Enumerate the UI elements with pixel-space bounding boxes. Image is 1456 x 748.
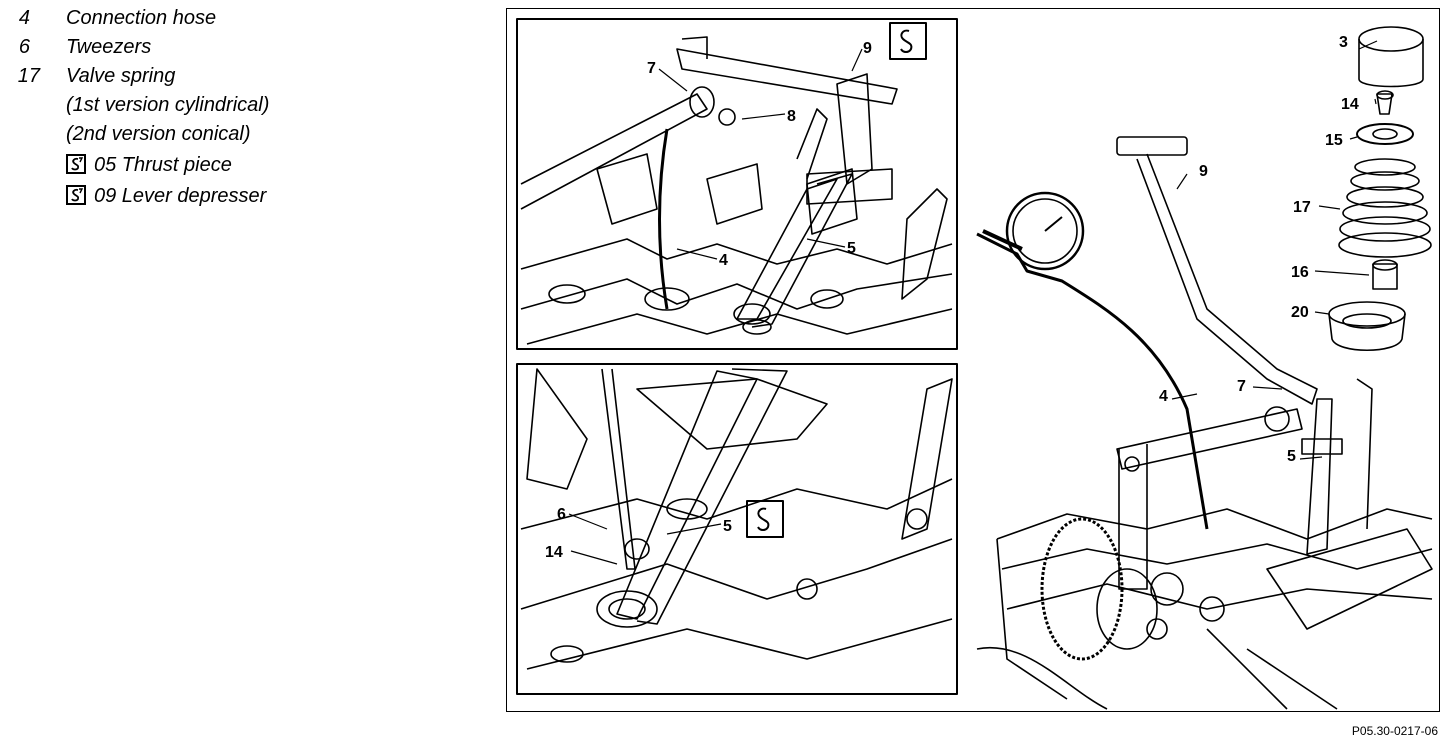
callout-label: 5 bbox=[723, 518, 732, 535]
callout-label: 7 bbox=[647, 60, 656, 77]
callout-label: 17 bbox=[1293, 199, 1311, 216]
callout-label: 14 bbox=[1341, 96, 1359, 113]
callout-label: 20 bbox=[1291, 304, 1309, 321]
exploded-parts bbox=[1328, 26, 1432, 352]
callout-label: 6 bbox=[557, 506, 566, 523]
callout-label: 14 bbox=[545, 544, 563, 561]
top-inset bbox=[516, 18, 958, 350]
callout-label: 16 bbox=[1291, 264, 1309, 281]
callout-label: 7 bbox=[1237, 378, 1246, 395]
callout-label: 8 bbox=[787, 108, 796, 125]
callout-label: 9 bbox=[863, 40, 872, 57]
callout-label: 4 bbox=[1159, 388, 1168, 405]
leader-lines bbox=[568, 40, 1378, 565]
figure-reference: P05.30-0217-06 bbox=[1351, 724, 1438, 738]
illustration-canvas: 7 9 8 4 5 6 5 14 3 14 15 9 17 16 20 7 4 … bbox=[516, 18, 1433, 710]
callout-label: 5 bbox=[1287, 448, 1296, 465]
special-tool-icon bbox=[66, 154, 86, 174]
main-assembly bbox=[976, 136, 1433, 710]
callout-label: 3 bbox=[1339, 34, 1348, 51]
callout-label: 15 bbox=[1325, 132, 1343, 149]
callout-label: 5 bbox=[847, 240, 856, 257]
callout-label: 9 bbox=[1199, 163, 1208, 180]
bottom-inset bbox=[516, 363, 958, 695]
callout-label: 4 bbox=[719, 252, 728, 269]
legend: 4 Connection hose 6 Tweezers 17 Valve sp… bbox=[17, 7, 270, 207]
special-tool-icon bbox=[66, 185, 86, 205]
technical-illustration: 7 9 8 4 5 6 5 14 3 14 15 9 17 16 20 7 4 … bbox=[506, 8, 1440, 712]
